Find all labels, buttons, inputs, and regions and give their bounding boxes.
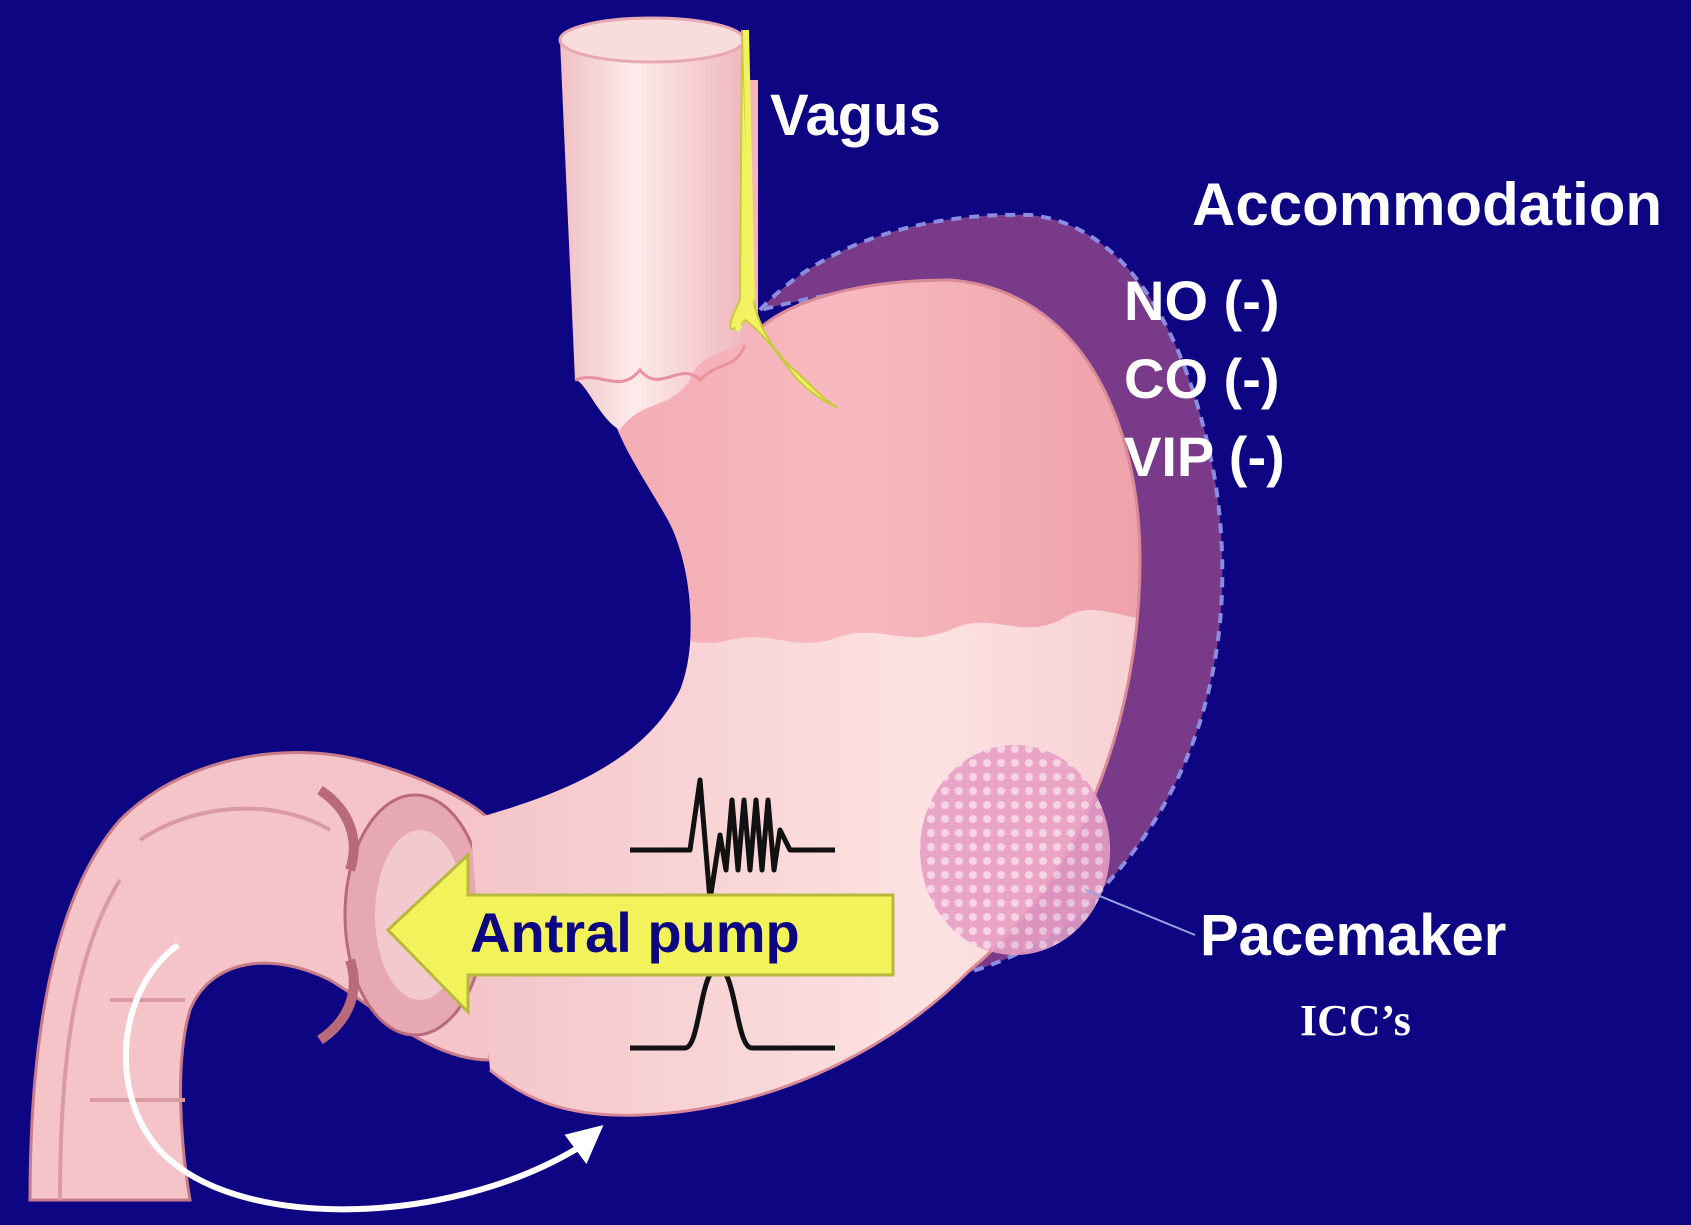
vagus-label: Vagus	[770, 82, 941, 149]
pacemaker-label: Pacemaker	[1200, 902, 1506, 969]
accommodation-label: Accommodation	[1192, 170, 1662, 239]
antral-pump-label: Antral pump	[470, 900, 800, 965]
mediator-vip-label: VIP (-)	[1124, 424, 1285, 489]
mediator-co-label: CO (-)	[1124, 346, 1280, 411]
mediator-no-label: NO (-)	[1124, 268, 1280, 333]
pacemaker-zone	[920, 745, 1110, 955]
iccs-label: ICC’s	[1300, 995, 1411, 1046]
